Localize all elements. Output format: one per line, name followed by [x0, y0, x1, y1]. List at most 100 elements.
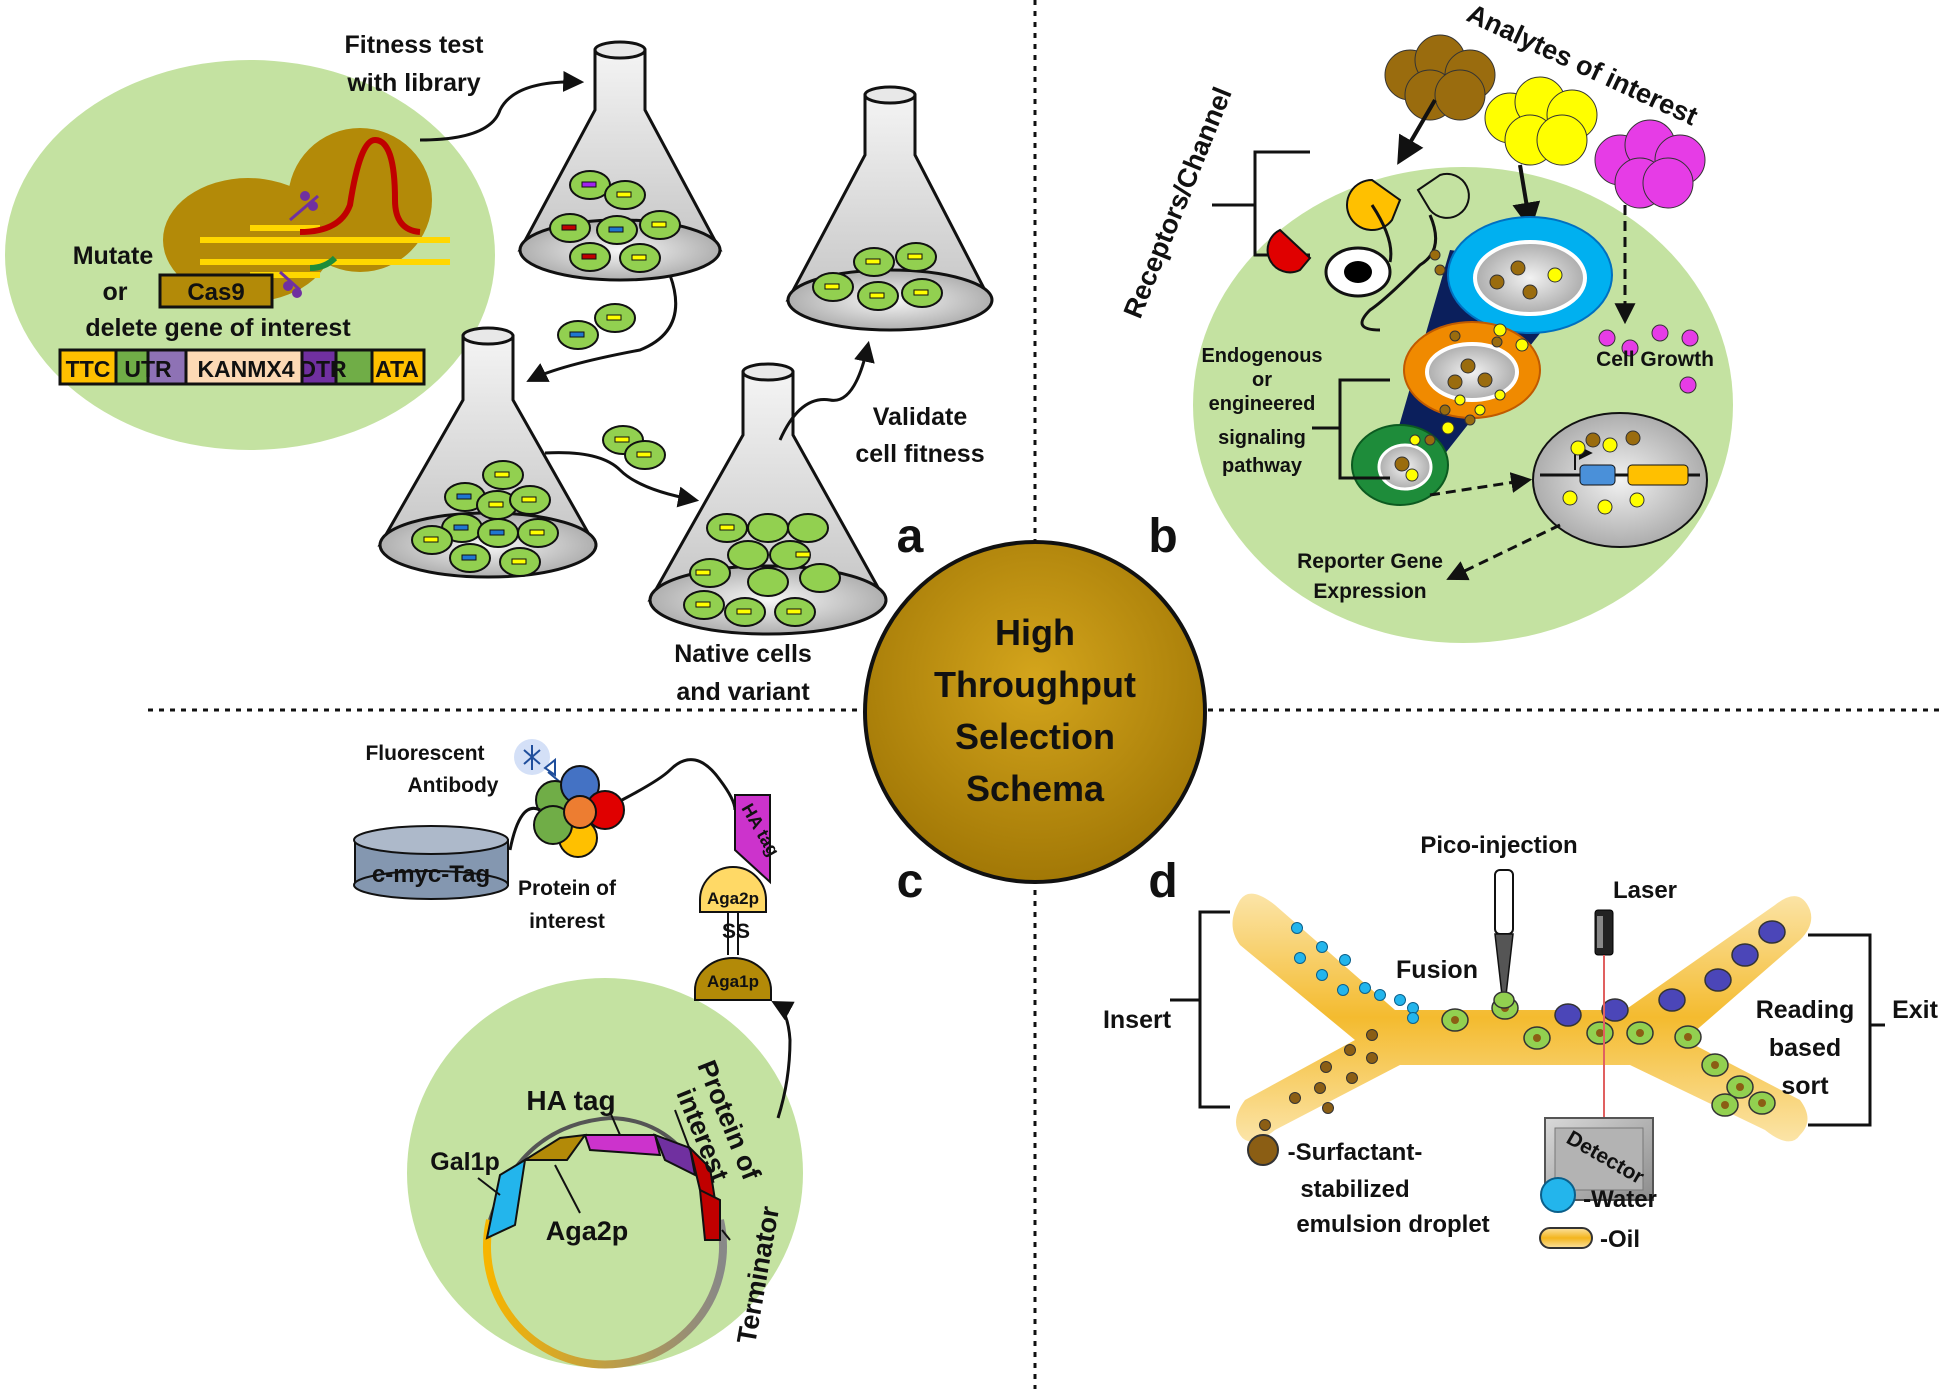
cmyc-tag-cylinder — [353, 825, 509, 900]
fluorescent-line2: Antibody — [408, 774, 499, 797]
delete-gene-label: delete gene of interest — [85, 314, 351, 342]
analyte-particles — [1394, 249, 1563, 482]
receptor-green — [1416, 172, 1470, 219]
legend-surfactant-icon — [1247, 1134, 1279, 1166]
reporter-line2: Expression — [1313, 580, 1426, 603]
laser-icon — [1594, 909, 1614, 1118]
ha-tag-label: HA tag — [526, 1085, 615, 1116]
center-line2: Throughput — [934, 664, 1136, 705]
ss-label: SS — [722, 920, 750, 943]
legend-oil-label: -Oil — [1600, 1226, 1640, 1253]
fusion-label: Fusion — [1396, 956, 1478, 984]
endogenous-line4: signaling — [1218, 427, 1306, 449]
legend-surfactant-line1: -Surfactant- — [1288, 1139, 1423, 1166]
fitness-test-line2: with library — [346, 69, 480, 97]
plasmid-ring — [483, 1219, 727, 1369]
pico-injection-label: Pico-injection — [1420, 832, 1577, 859]
reporter-line1: Reporter Gene — [1297, 550, 1443, 573]
center-line3: Selection — [955, 716, 1115, 757]
arrow-plasmid-display — [771, 1001, 795, 1119]
panel-letter-d: d — [1148, 855, 1177, 908]
plasmid-segments — [485, 1133, 721, 1241]
detector-box — [1544, 1117, 1654, 1201]
insert-label: Insert — [1103, 1006, 1172, 1034]
legend-surfactant-line3: emulsion droplet — [1296, 1211, 1489, 1238]
receptors-label: Receptors/Channel — [1118, 83, 1238, 322]
panel-letter-b: b — [1148, 510, 1177, 563]
aga2p-leader — [554, 1164, 581, 1214]
fluorescent-line1: Fluorescent — [365, 742, 484, 765]
center-line1: High — [995, 612, 1075, 653]
exit-bracket — [1808, 933, 1885, 1127]
arrow-fitness — [419, 70, 585, 142]
endogenous-line2: or — [1252, 369, 1272, 391]
aga2p-label: Aga2p — [546, 1216, 629, 1246]
gal1p-label: Gal1p — [430, 1148, 499, 1176]
protein-line2: interest — [529, 910, 605, 933]
arrow-nucleus-reporter — [1446, 523, 1561, 581]
flask-1 — [517, 40, 723, 282]
panel-a: Cas9 Mutate or delete gene of interest T… — [5, 31, 994, 706]
panel-c: c-myc-Tag Fluorescent Antibody Protein o… — [353, 739, 924, 1369]
endogenous-line3: engineered — [1209, 393, 1316, 415]
fitness-test-line1: Fitness test — [345, 31, 485, 59]
legend-surfactant-line2: stabilized — [1300, 1176, 1409, 1203]
arrow-brown-analyte — [1397, 98, 1437, 165]
funnel-top-inner — [1473, 240, 1587, 316]
center-circle — [863, 540, 1207, 884]
receptor-link — [1360, 204, 1438, 332]
cell-growth-label: Cell Growth — [1596, 348, 1714, 371]
pam-segment — [309, 255, 338, 271]
arrow-yellow-analyte — [1512, 164, 1541, 231]
cas9-label: Cas9 — [187, 279, 244, 306]
panel-b: Analytes of interest Receptors/Channel — [1118, 0, 1733, 643]
linker-cmyc — [508, 807, 541, 851]
validate-line1: Validate — [873, 403, 968, 431]
ha-tag-leader — [609, 1111, 621, 1136]
flask-3 — [647, 362, 888, 636]
native-line2: and variant — [676, 678, 810, 706]
panel-letter-c: c — [897, 855, 924, 908]
legend-oil-icon — [1539, 1227, 1593, 1249]
aga1p-shape — [694, 957, 772, 1001]
gene-ttc: TTC — [66, 356, 111, 382]
legend-water-icon — [1540, 1177, 1576, 1213]
aga2p-small-label: Aga2p — [707, 889, 759, 908]
aga1p-label: Aga1p — [707, 972, 759, 991]
arrow-flask1-flask2 — [526, 274, 678, 382]
receptor-red — [1266, 228, 1312, 274]
terminator-leader — [721, 1229, 731, 1241]
flask-4 — [785, 85, 994, 332]
protein-line1: Protein of — [518, 877, 617, 900]
validate-line2: cell fitness — [855, 440, 984, 468]
pathway-bracket — [1312, 378, 1390, 480]
ha-tag-small-flag — [734, 794, 771, 885]
exit-label: Exit — [1892, 996, 1939, 1024]
quadrant-dividers — [148, 0, 1944, 1389]
mutate-label: Mutate — [73, 242, 154, 270]
surfactant-droplets-insert — [1259, 1029, 1378, 1131]
legend-water-label: -Water — [1583, 1186, 1657, 1213]
endogenous-line5: pathway — [1222, 455, 1303, 477]
poi-leader — [674, 1109, 691, 1151]
aga2p-small-shape — [699, 866, 767, 913]
promoter-box — [1579, 464, 1616, 486]
gene-utr: UTR — [124, 356, 172, 382]
or-label: or — [103, 278, 128, 306]
native-line1: Native cells — [674, 640, 812, 668]
linker-ha — [621, 758, 737, 811]
center-hub: High Throughput Selection Schema — [863, 540, 1207, 884]
arrow-flask2-flask3 — [544, 451, 700, 508]
reading-line1: Reading — [1756, 996, 1855, 1024]
gene-ata: ATA — [375, 356, 419, 382]
panel-letter-a: a — [897, 510, 924, 563]
gene-cassette — [58, 348, 426, 386]
scissors-icon — [278, 191, 319, 298]
plasmid-cell-background — [407, 978, 803, 1368]
gene-kanmx4: KANMX4 — [197, 356, 294, 382]
channel-pore — [1344, 261, 1372, 283]
analyte-clouds — [1384, 34, 1706, 209]
cas9-box — [158, 273, 274, 309]
nucleus-particles — [1562, 430, 1645, 515]
protein-of-interest-clover — [533, 765, 625, 858]
